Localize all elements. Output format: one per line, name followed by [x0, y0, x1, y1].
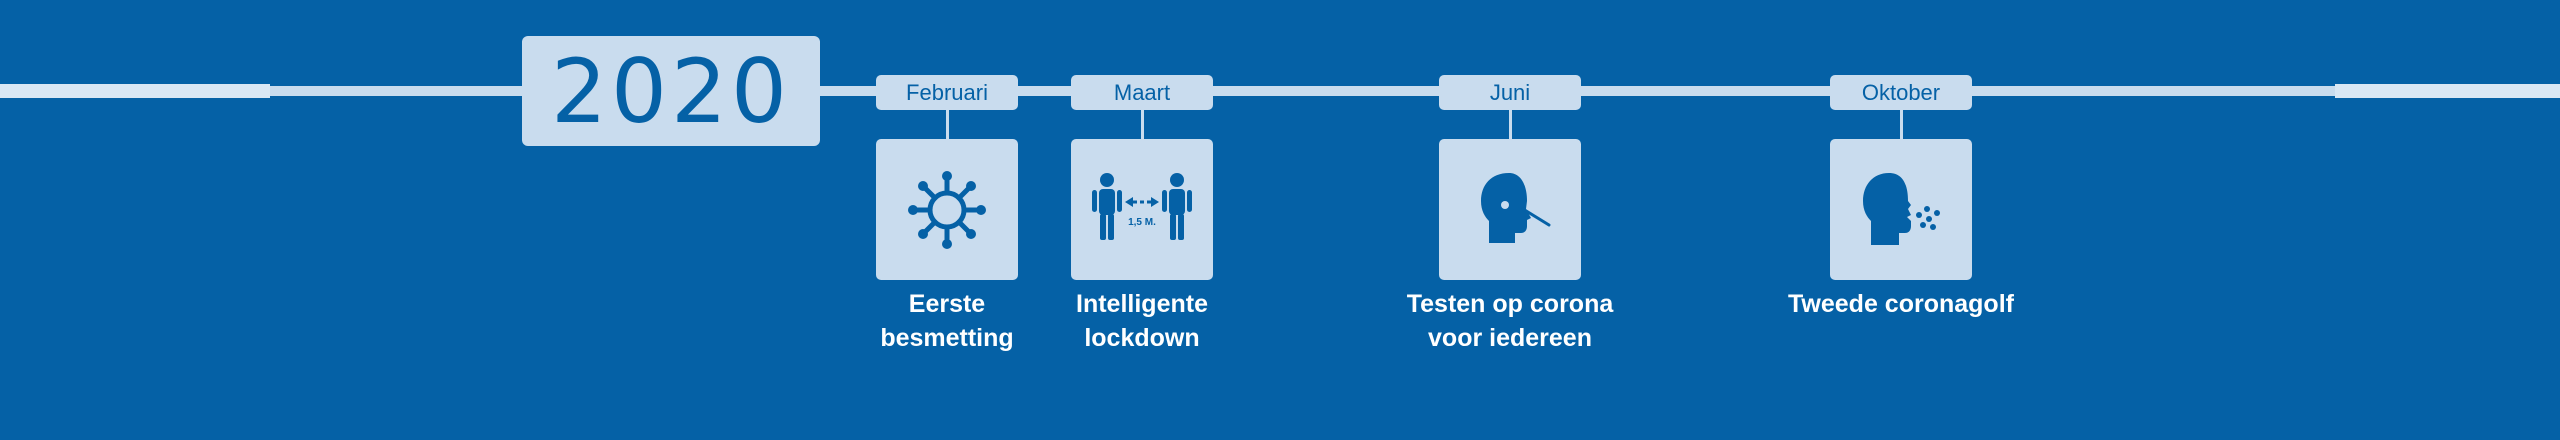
- nose-swab-test-icon: [1481, 172, 1551, 243]
- icon-box: 1,5 M.: [1071, 139, 1213, 280]
- event-caption: Testen op corona voor iedereen: [1379, 287, 1641, 355]
- caption-line: voor iedereen: [1428, 324, 1592, 352]
- virus-icon: [908, 170, 986, 249]
- year-label: 2020: [522, 36, 820, 146]
- icon-box: [1830, 139, 1972, 280]
- caption-line: Eerste: [908, 290, 986, 318]
- distance-label: 1,5 M.: [1128, 217, 1156, 228]
- connector-line: [1900, 110, 1903, 139]
- caption-line: besmetting: [880, 324, 1014, 352]
- month-tag: Juni: [1439, 75, 1581, 110]
- caption-line: Tweede coronagolf: [1788, 290, 2014, 318]
- icon-box: [1439, 139, 1581, 280]
- month-tag: Oktober: [1830, 75, 1972, 110]
- event-caption: Intelligente lockdown: [1011, 287, 1273, 355]
- timeline-line-left-segment: [0, 84, 270, 98]
- caption-line: lockdown: [1084, 324, 1200, 352]
- caption-line: Intelligente: [1076, 290, 1208, 318]
- timeline-line: [0, 84, 2560, 98]
- connector-line: [946, 110, 949, 139]
- connector-line: [1509, 110, 1512, 139]
- event-caption: Eerste besmetting: [816, 287, 1078, 355]
- month-tag: Februari: [876, 75, 1018, 110]
- coughing-person-icon: [1863, 172, 1940, 245]
- caption-line: Testen op corona: [1406, 290, 1614, 318]
- icon-box: [876, 139, 1018, 280]
- social-distance-icon: 1,5 M.: [1092, 172, 1192, 240]
- connector-line: [1141, 110, 1144, 139]
- timeline-line-right-segment: [2335, 84, 2560, 98]
- month-tag: Maart: [1071, 75, 1213, 110]
- event-caption: Tweede coronagolf: [1770, 287, 2032, 321]
